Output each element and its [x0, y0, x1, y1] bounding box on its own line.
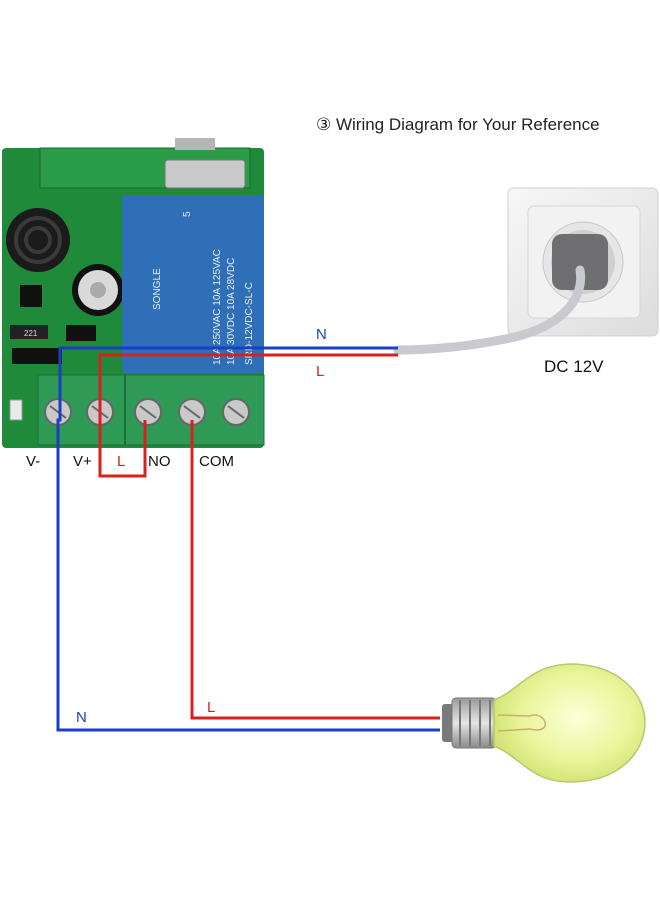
terminal-label-vplus: V+ [73, 453, 92, 470]
relay-brand: SONGLE [152, 268, 163, 310]
wall-socket [507, 187, 659, 337]
plug [552, 234, 608, 290]
smd-resistor [66, 325, 96, 341]
relay-rating-ac: 10A 250VAC 10A 125VAC [212, 249, 223, 365]
relay-rating-dc: 10A 30VDC 10A 28VDC [226, 258, 237, 365]
wire-label-mains-n: N [316, 326, 327, 343]
relay-model: SRD-12VDC-SL-C [244, 282, 255, 365]
wire-live-supply [98, 353, 398, 420]
light-bulb [442, 663, 646, 783]
relay-pin-mark: 5 [182, 211, 193, 217]
wire-neutral [56, 346, 440, 732]
pin-header [175, 138, 215, 150]
power-cable [393, 265, 586, 355]
wire-jumper-vplus-no [98, 420, 147, 478]
capacitor [72, 264, 124, 316]
wire-live-load [190, 420, 440, 720]
chip-label: 221 [24, 329, 38, 338]
smd-chip [10, 325, 48, 339]
power-label: DC 12V [544, 357, 604, 376]
bulb-glass [493, 663, 646, 783]
wire-label-mains-l: L [316, 363, 324, 380]
bulb-base [442, 697, 497, 749]
relay: SONGLE 10A 250VAC 10A 125VAC 10A 30VDC 1… [122, 195, 264, 373]
diode [12, 348, 62, 364]
transistor [20, 285, 42, 307]
wire-label-bulb-l: L [207, 699, 215, 716]
wire-label-bulb-n: N [76, 709, 87, 726]
terminal-label-l: L [117, 453, 125, 470]
relay-module: 221 SONGLE 10A 250VAC 10A 125VAC 10A 30V… [2, 138, 265, 448]
bulb-filament [497, 714, 546, 732]
inductor-coil [6, 208, 70, 272]
terminal-label-no: NO [148, 453, 171, 470]
diagram-title: ③ Wiring Diagram for Your Reference [316, 115, 600, 134]
terminal-block [37, 374, 265, 446]
led [9, 399, 23, 421]
terminal-label-vminus: V- [26, 453, 40, 470]
crystal-can [164, 159, 246, 189]
terminal-label-com: COM [199, 453, 234, 470]
